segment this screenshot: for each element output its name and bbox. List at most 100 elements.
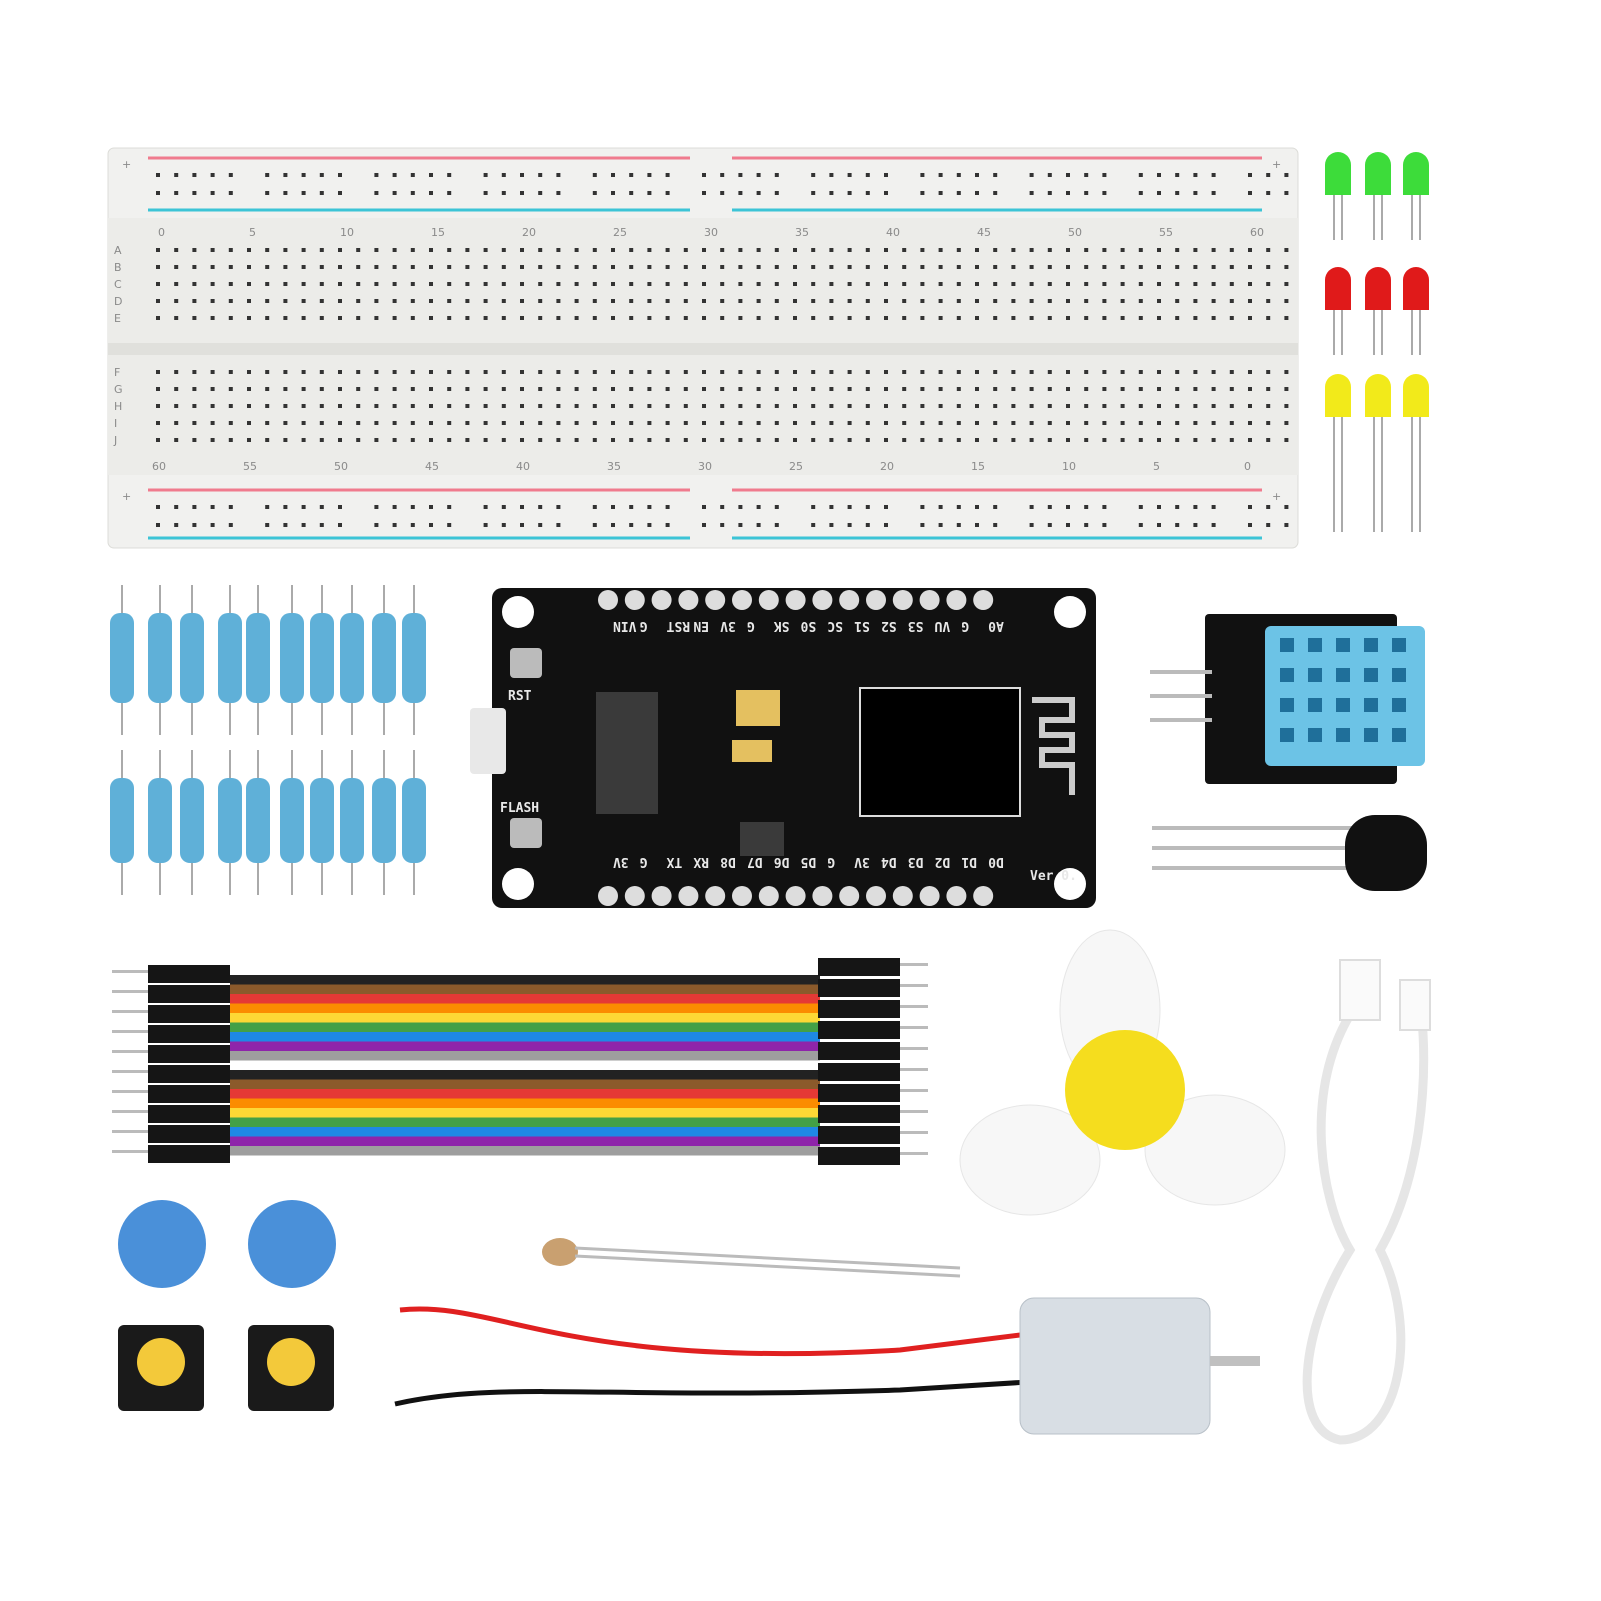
resistor [402, 613, 426, 703]
wire-connector [818, 958, 900, 976]
jumper-wire [230, 1060, 820, 1071]
jumper-wire [230, 1117, 820, 1128]
flash-button[interactable] [510, 818, 542, 848]
column-number: 50 [334, 460, 348, 473]
dht-vent [1336, 638, 1350, 652]
led-set [1325, 152, 1429, 532]
header-pin [678, 886, 699, 906]
resistor [180, 613, 204, 703]
column-number: 20 [880, 460, 894, 473]
header-pin [973, 590, 994, 610]
resistor [110, 778, 134, 863]
jumper-wire [230, 1127, 820, 1137]
dht-vent [1308, 728, 1322, 742]
wire-pin [900, 1047, 928, 1050]
wire-connector [148, 1125, 230, 1143]
resistor [340, 613, 364, 703]
esp8266-module [859, 687, 1021, 817]
column-number: 45 [425, 460, 439, 473]
dht-vent [1364, 698, 1378, 712]
column-number: 55 [243, 460, 257, 473]
wire-pin [112, 1070, 148, 1073]
jumper-wire [230, 1041, 820, 1052]
wire-pin [112, 990, 148, 993]
top-pin-label: G [640, 618, 648, 633]
top-pin-label: A0 [988, 618, 1004, 633]
wire-pin [112, 1010, 148, 1013]
bottom-pin-label: G [827, 854, 835, 869]
usb-chip [596, 692, 658, 814]
button-cap [118, 1200, 206, 1288]
dht-vent [1336, 668, 1350, 682]
jumper-wire [230, 1136, 820, 1147]
wire-pin [112, 1110, 148, 1113]
wire-pin [112, 1150, 148, 1153]
wire-pin [900, 963, 928, 966]
column-number: 30 [704, 226, 718, 239]
wire-connector [818, 1042, 900, 1060]
header-pin [705, 590, 726, 610]
dht-vent [1280, 638, 1294, 652]
top-pin-label: S2 [881, 618, 897, 633]
dht-vent [1336, 698, 1350, 712]
bottom-pin-label: D5 [801, 854, 817, 869]
dht-vent [1280, 668, 1294, 682]
bottom-pin-label: TX [666, 854, 682, 869]
bottom-pin-label: 3V [854, 854, 870, 869]
column-number: 20 [522, 226, 536, 239]
column-number: 55 [1159, 226, 1173, 239]
row-letter: G [114, 383, 123, 396]
wire-pin [900, 1152, 928, 1155]
tactile-buttons [118, 1200, 336, 1411]
row-letter: F [114, 366, 120, 379]
row-letter: I [114, 417, 117, 430]
bottom-pin-label: D3 [908, 854, 924, 869]
header-pin [598, 590, 618, 610]
top-pin-label: EN [693, 618, 709, 633]
header-pin [624, 590, 645, 610]
row-letter: H [114, 400, 122, 413]
column-number: 45 [977, 226, 991, 239]
jumper-wire [230, 1089, 820, 1099]
resistor [280, 778, 304, 863]
header-pin [758, 886, 779, 906]
wire-connector [818, 1126, 900, 1144]
header-pin [651, 886, 672, 906]
row-letter: A [114, 244, 122, 257]
column-number: 30 [698, 460, 712, 473]
bottom-pin-label: D7 [747, 854, 763, 869]
dht-vent [1392, 728, 1406, 742]
flash-label: FLASH [500, 801, 539, 816]
jumper-wire [230, 1108, 820, 1118]
dht-vent [1336, 728, 1350, 742]
led [1403, 152, 1429, 195]
header-pin [919, 886, 940, 906]
rail-plus-label: + [122, 490, 131, 503]
resistor-set [110, 585, 426, 895]
dht-vent [1280, 698, 1294, 712]
rst-button[interactable] [510, 648, 542, 678]
antenna-trace [1032, 697, 1075, 795]
column-number: 15 [431, 226, 445, 239]
top-pin-label: G [747, 618, 755, 633]
header-pin [678, 590, 699, 610]
resistor [148, 613, 172, 703]
wire-connector [148, 1005, 230, 1023]
wire-connector [148, 1025, 230, 1043]
resistor [310, 613, 334, 703]
column-number: 50 [1068, 226, 1082, 239]
header-pin [812, 886, 833, 906]
wire-pin [112, 1130, 148, 1133]
resistor [246, 778, 270, 863]
fan-propeller [959, 929, 1286, 1216]
jumper-wire [230, 975, 820, 985]
dht-vent [1280, 728, 1294, 742]
bottom-pin-label: D4 [881, 854, 897, 869]
bottom-pin-label: D0 [988, 854, 1004, 869]
rail-plus-label: + [122, 158, 131, 171]
dht-vent [1308, 668, 1322, 682]
bottom-pin-label: D6 [774, 854, 790, 869]
column-number: 60 [152, 460, 166, 473]
dht-vent [1308, 638, 1322, 652]
